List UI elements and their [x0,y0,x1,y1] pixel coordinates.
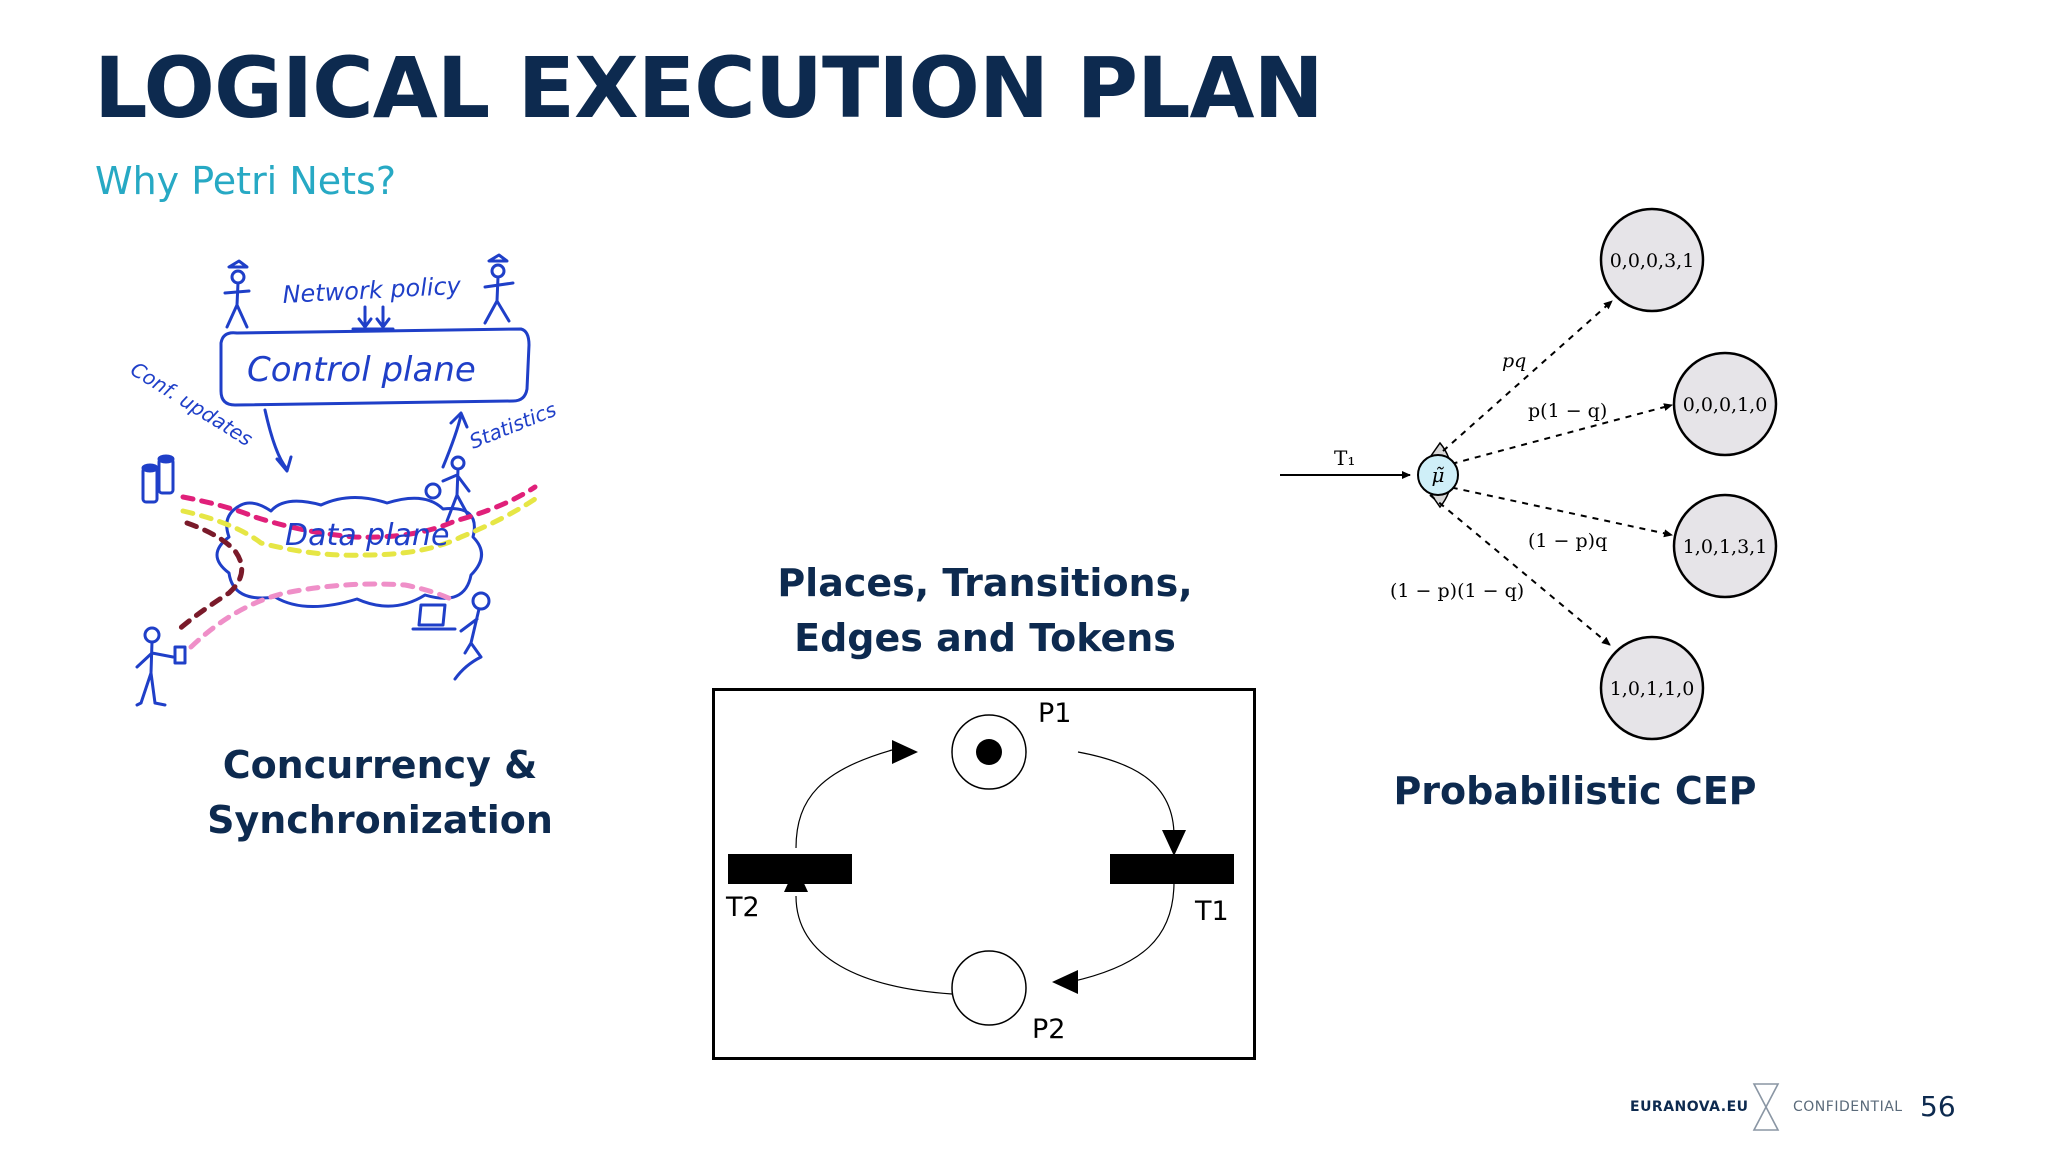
label-p2: P2 [1032,1014,1065,1045]
probabilistic-caption: Probabilistic CEP [1393,769,1757,813]
target-node-4 [1599,635,1705,741]
target-label-4: 1,0,1,1,0 [1610,678,1695,700]
target-label-2: 0,0,0,1,0 [1683,394,1768,416]
target-label-1: 0,0,0,3,1 [1610,250,1695,272]
probabilistic-cep-diagram: T₁ μ̃ pq p(1 − q) (1 − p)q (1 − p)(1 − q… [1280,207,1778,741]
footer-confidential: CONFIDENTIAL [1793,1099,1903,1115]
target-node-2 [1672,351,1778,457]
network-sketch: Network policy Control plane Conf. updat… [126,253,560,707]
edge-prob-1: pq [1502,350,1526,372]
footer-brand: EURANOVA.EU [1630,1099,1749,1115]
control-plane-label: Control plane [247,350,476,390]
place-p2 [951,950,1027,1026]
admin-figure-left [223,259,251,329]
edge-prob-3: (1 − p)q [1528,530,1607,552]
mu-label: μ̃ [1432,463,1445,487]
target-label-3: 1,0,1,3,1 [1683,536,1768,558]
mu-node [1417,454,1459,496]
petri-net-heading: Places, Transitions, Edges and Tokens [777,561,1193,660]
laptop-user-figure [411,591,491,681]
edge-prob-2: p(1 − q) [1528,400,1607,422]
database-icon [141,454,175,504]
slide-title: LOGICAL EXECUTION PLAN [94,39,1324,137]
petri-net-diagram: P1 P2 T2 T1 [712,688,1256,1060]
label-t2: T2 [725,892,760,923]
slide-subtitle: Why Petri Nets? [95,159,396,203]
page-number: 56 [1920,1090,1956,1123]
label-t1: T1 [1194,896,1229,927]
hourglass-logo-icon [1752,1083,1780,1131]
label-p1: P1 [1038,698,1071,729]
control-plane-box [219,327,531,407]
token [976,739,1002,765]
concurrency-caption: Concurrency & Synchronization [207,743,553,842]
network-policy-label: Network policy [282,272,463,309]
data-plane-cloud [215,495,483,608]
edge-prob-4: (1 − p)(1 − q) [1390,580,1524,602]
transition-t1 [1110,854,1234,884]
target-node-1 [1599,207,1705,313]
user-figure-left [135,626,187,707]
statistics-label: Statistics [466,397,560,454]
transition-t2 [728,854,852,884]
user-figure-right [424,455,471,523]
target-node-3 [1672,493,1778,599]
input-label-t1: T₁ [1334,446,1355,470]
admin-figure-right [483,253,515,325]
data-plane-label: Data plane [285,518,449,553]
